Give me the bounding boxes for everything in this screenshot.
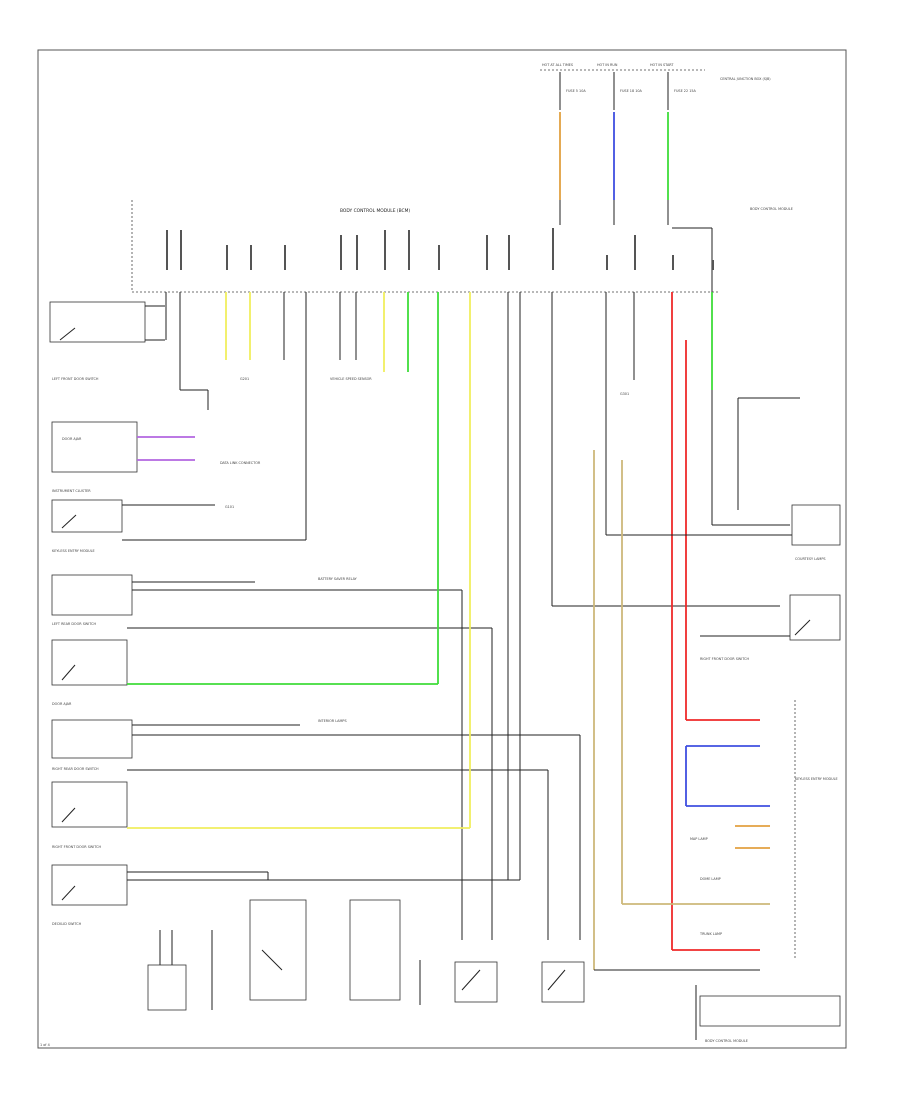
corner-label: 1 of 4 [40, 1043, 50, 1047]
gem-side-label: BODY CONTROL MODULE [750, 207, 793, 211]
fuse-1: FUSE 5 10A [566, 89, 586, 93]
ground-1: G101 [225, 505, 234, 509]
rf-module-label: COURTESY LAMPS [795, 557, 826, 561]
gem-title: BODY CONTROL MODULE (BCM) [340, 208, 410, 214]
fuse-3-label: HOT IN START [650, 63, 674, 67]
diagram-border [37, 49, 847, 1049]
right-components: COURTESY LAMPS RIGHT FRONT DOOR SWITCH K… [593, 292, 841, 1043]
instrument-cluster-label: INSTRUMENT CLUSTER [52, 489, 91, 493]
interior-lamps-label: INTERIOR LAMPS [318, 719, 347, 723]
lr-door-switch-label: LEFT REAR DOOR SWITCH [52, 622, 96, 626]
ic-box-label: DOOR AJAR [62, 437, 82, 441]
lf-door-switch-label: LEFT FRONT DOOR SWITCH [52, 377, 99, 381]
fuse-3: FUSE 22 15A [674, 89, 697, 93]
bottom-right-label: BODY CONTROL MODULE [705, 1039, 748, 1043]
bottom-connectors: 1 of 4 [40, 899, 697, 1047]
fuse-2-label: HOT IN RUN [597, 63, 618, 67]
ground-3: G301 [620, 392, 629, 396]
decklid-label: RIGHT FRONT DOOR SWITCH [52, 845, 101, 849]
rr-door-switch-label: RIGHT REAR DOOR SWITCH [52, 767, 99, 771]
rf-switch-label: RIGHT FRONT DOOR SWITCH [700, 657, 749, 661]
speed-sensor-label: VEHICLE SPEED SENSOR [330, 377, 372, 381]
lf-door-label: KEYLESS ENTRY MODULE [52, 549, 95, 553]
left-components: LEFT FRONT DOOR SWITCH DOOR AJAR DATA LI… [49, 292, 581, 940]
decklid-switch-label: DECKLID SWITCH [52, 922, 82, 926]
bus-wires: G201 VEHICLE SPEED SENSOR G301 [122, 292, 780, 880]
fuse-feeds: HOT AT ALL TIMES HOT IN RUN HOT IN START… [540, 63, 771, 225]
data-link-label: DATA LINK CONNECTOR [220, 461, 261, 465]
map-lamp-label: MAP LAMP [690, 837, 708, 841]
battery-saver-label: BATTERY SAVER RELAY [318, 577, 358, 581]
fuse-1-label: HOT AT ALL TIMES [542, 63, 573, 67]
trunk-lamp-label: TRUNK LAMP [699, 932, 722, 936]
lr-ajar-label: DOOR AJAR [52, 702, 72, 706]
gem-module: BODY CONTROL MODULE (BCM) BODY CONTROL M… [131, 200, 793, 293]
keyless-label: KEYLESS ENTRY MODULE [795, 777, 838, 781]
fuse-2: FUSE 18 10A [620, 89, 643, 93]
ground-2: G201 [240, 377, 249, 381]
sjb-label: CENTRAL JUNCTION BOX (SJB) [720, 77, 771, 81]
dome-lamp-label: DOME LAMP [700, 877, 721, 881]
